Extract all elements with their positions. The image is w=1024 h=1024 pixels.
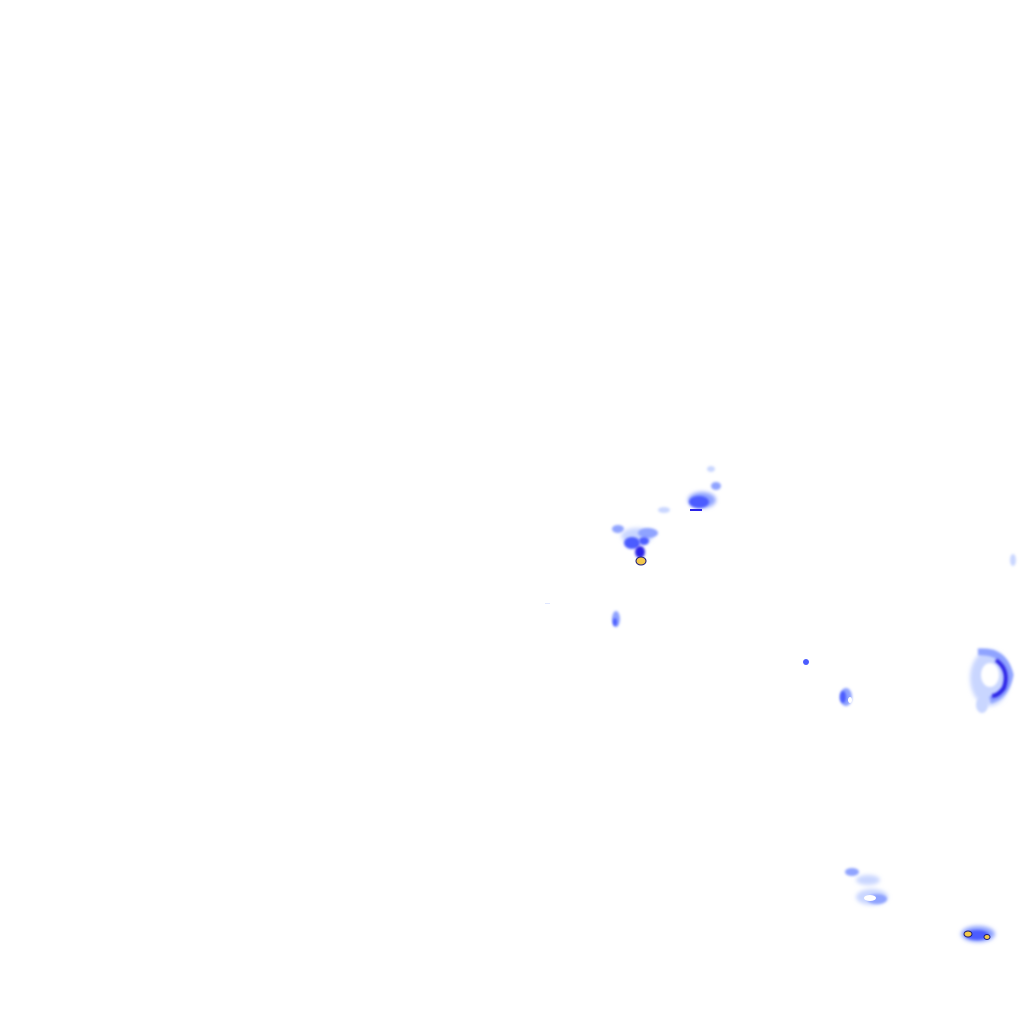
echo-cell-north (688, 466, 721, 511)
echo-cell-far-southeast (961, 926, 995, 942)
echo-cell-central (612, 507, 670, 566)
echo-cell-east-center (840, 688, 852, 706)
echo-cell-speck (803, 659, 809, 665)
echo-cell-southeast (845, 868, 888, 905)
echo-cell-small-west (545, 603, 620, 627)
echo-cell-east-ring (970, 554, 1016, 713)
